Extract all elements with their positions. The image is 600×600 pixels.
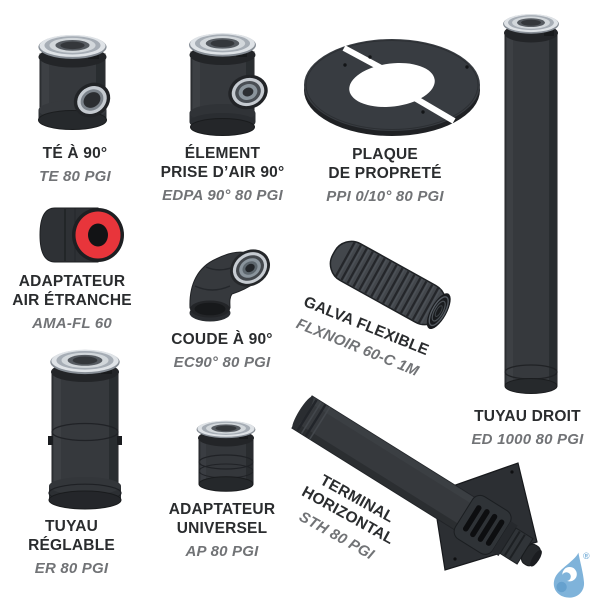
galva-flexible-illustration (329, 240, 451, 330)
edpa-illustration (189, 33, 268, 136)
product-title: AIR ÉTRANCHE (12, 292, 132, 309)
registered-trademark: ® (583, 551, 590, 561)
product-title: TUYAU DROIT (474, 408, 581, 425)
product-title: DE PROPRETÉ (328, 165, 442, 182)
adaptateur-air-etranche-illustration (39, 207, 124, 263)
tuyau-droit-illustration (503, 14, 559, 394)
product-title: TÉ À 90° (42, 145, 108, 162)
caption-adaptateur-air-etranche: ADAPTATEUR AIR ÉTRANCHE AMA-FL 60 (2, 272, 142, 332)
product-ref: AP 80 PGI (185, 543, 259, 560)
product-title: ÉLEMENT (184, 145, 261, 162)
product-title: UNIVERSEL (176, 520, 268, 537)
adaptateur-universel-illustration (196, 420, 256, 492)
product-title: COUDE À 90° (171, 331, 273, 348)
product-ref: EC90° 80 PGI (173, 354, 271, 371)
te-90-illustration (38, 34, 111, 130)
product-ref: AMA-FL 60 (32, 315, 112, 332)
caption-tuyau-droit: TUYAU DROIT ED 1000 80 PGI (455, 407, 600, 448)
terminal-horizontal-illustration (291, 395, 542, 571)
product-ref: PPI 0/10° 80 PGI (326, 188, 444, 205)
caption-plaque-proprete: PLAQUE DE PROPRETÉ PPI 0/10° 80 PGI (300, 145, 470, 205)
product-title: ADAPTATEUR (18, 273, 126, 290)
product-ref: ED 1000 80 PGI (471, 431, 584, 448)
product-ref: ER 80 PGI (34, 560, 109, 577)
caption-edpa: ÉLEMENT PRISE D’AIR 90° EDPA 90° 80 PGI (150, 144, 295, 204)
coude-90-illustration (189, 249, 271, 322)
caption-adaptateur-universel: ADAPTATEUR UNIVERSEL AP 80 PGI (152, 500, 292, 560)
product-title: PLAQUE (352, 146, 418, 163)
product-ref: EDPA 90° 80 PGI (162, 187, 283, 204)
product-ref: TE 80 PGI (39, 168, 111, 185)
plaque-proprete-illustration (304, 39, 480, 136)
caption-te-90: TÉ À 90° TE 80 PGI (12, 144, 138, 185)
caption-coude-90: COUDE À 90° EC90° 80 PGI (152, 330, 292, 371)
product-title: PRISE D’AIR 90° (160, 164, 285, 181)
caption-tuyau-reglable: TUYAU RÉGLABLE ER 80 PGI (9, 517, 134, 577)
product-title: ADAPTATEUR (168, 501, 276, 518)
product-title: TUYAU (45, 518, 98, 535)
water-drop-logo (553, 552, 585, 598)
product-title: RÉGLABLE (28, 537, 115, 554)
tuyau-reglable-illustration (48, 349, 122, 510)
